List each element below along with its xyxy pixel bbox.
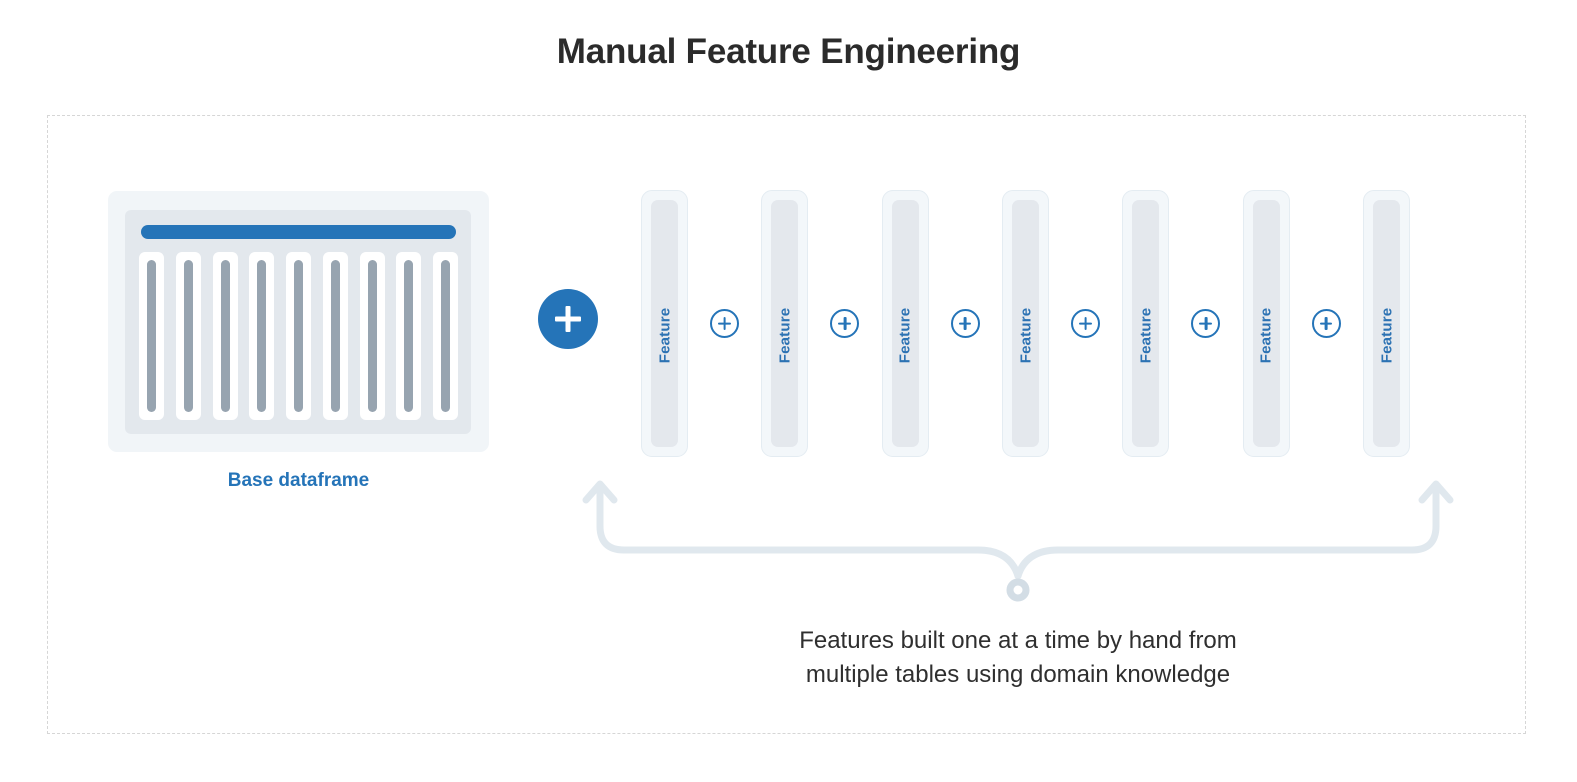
- dataframe-column: [212, 252, 238, 420]
- feature-label-wrap: Feature: [642, 191, 687, 456]
- feature-bar-icon: [891, 200, 919, 447]
- feature-card: Feature: [761, 190, 809, 457]
- dataframe-column: [433, 252, 458, 420]
- feature-card: Feature: [1122, 190, 1170, 457]
- feature-bar-icon: [651, 200, 678, 447]
- feature-label-wrap: Feature: [1003, 191, 1048, 456]
- feature-bar-icon: [1252, 200, 1280, 447]
- feature-label-wrap: Feature: [762, 191, 807, 456]
- feature-card: Feature: [1242, 190, 1290, 457]
- column-bar-icon: [220, 260, 230, 412]
- plus-circle-icon: [1071, 309, 1101, 338]
- feature-label: Feature: [1377, 307, 1395, 364]
- feature-label-wrap: Feature: [883, 191, 928, 456]
- feature-label-wrap: Feature: [1244, 191, 1289, 456]
- feature-label-wrap: Feature: [1364, 191, 1409, 456]
- column-bar-icon: [294, 260, 303, 412]
- dataframe-column: [359, 252, 385, 420]
- dataframe-outer-panel: [108, 191, 489, 452]
- feature-card: Feature: [641, 190, 688, 457]
- feature-label: Feature: [776, 307, 794, 364]
- dataframe-column: [286, 252, 311, 420]
- column-bar-icon: [404, 260, 414, 412]
- feature-bar-icon: [771, 200, 799, 447]
- column-bar-icon: [183, 260, 193, 412]
- dataframe-column: [322, 252, 348, 420]
- plus-circle-icon: [950, 309, 980, 338]
- feature-label-wrap: Feature: [1123, 191, 1168, 456]
- plus-icon: [538, 289, 598, 349]
- column-bar-icon: [441, 260, 450, 412]
- page-title: Manual Feature Engineering: [556, 32, 1021, 71]
- dataframe-column: [175, 252, 201, 420]
- feature-bar-icon: [1372, 200, 1400, 447]
- column-bar-icon: [367, 260, 377, 412]
- feature-label: Feature: [896, 307, 914, 364]
- feature-label: Feature: [656, 307, 673, 364]
- dataframe-inner-panel: [125, 210, 471, 434]
- plus-circle-icon: [1191, 309, 1221, 338]
- feature-bar-icon: [1011, 200, 1039, 447]
- plus-circle-icon: [1311, 309, 1341, 338]
- dataframe-column: [249, 252, 275, 420]
- column-bar-icon: [147, 260, 156, 412]
- feature-card: Feature: [1362, 190, 1410, 457]
- base-dataframe-label: Base dataframe: [227, 470, 370, 491]
- feature-card: Feature: [1001, 190, 1049, 457]
- dataframe-columns: [139, 252, 458, 420]
- caption-line-2: multiple tables using domain knowledge: [805, 661, 1231, 688]
- base-dataframe-illustration: [108, 191, 489, 452]
- plus-circle-icon: [710, 309, 740, 338]
- column-bar-icon: [330, 260, 340, 412]
- brace-caption: Features built one at a time by hand fro…: [618, 624, 1418, 692]
- curly-brace-up-arrows-icon: [568, 464, 1468, 614]
- feature-label: Feature: [1016, 307, 1034, 364]
- feature-chain: Feature Feature Feature Feature Feature: [641, 190, 1410, 457]
- dataframe-column: [139, 252, 164, 420]
- caption-line-1: Features built one at a time by hand fro…: [799, 627, 1237, 654]
- dataframe-column: [396, 252, 422, 420]
- feature-bar-icon: [1132, 200, 1160, 447]
- feature-label: Feature: [1257, 307, 1275, 364]
- feature-card: Feature: [881, 190, 929, 457]
- table-header-bar-icon: [141, 225, 456, 239]
- feature-label: Feature: [1137, 307, 1155, 364]
- diagram-frame: [47, 115, 1526, 734]
- column-bar-icon: [257, 260, 267, 412]
- plus-circle-icon: [830, 309, 860, 338]
